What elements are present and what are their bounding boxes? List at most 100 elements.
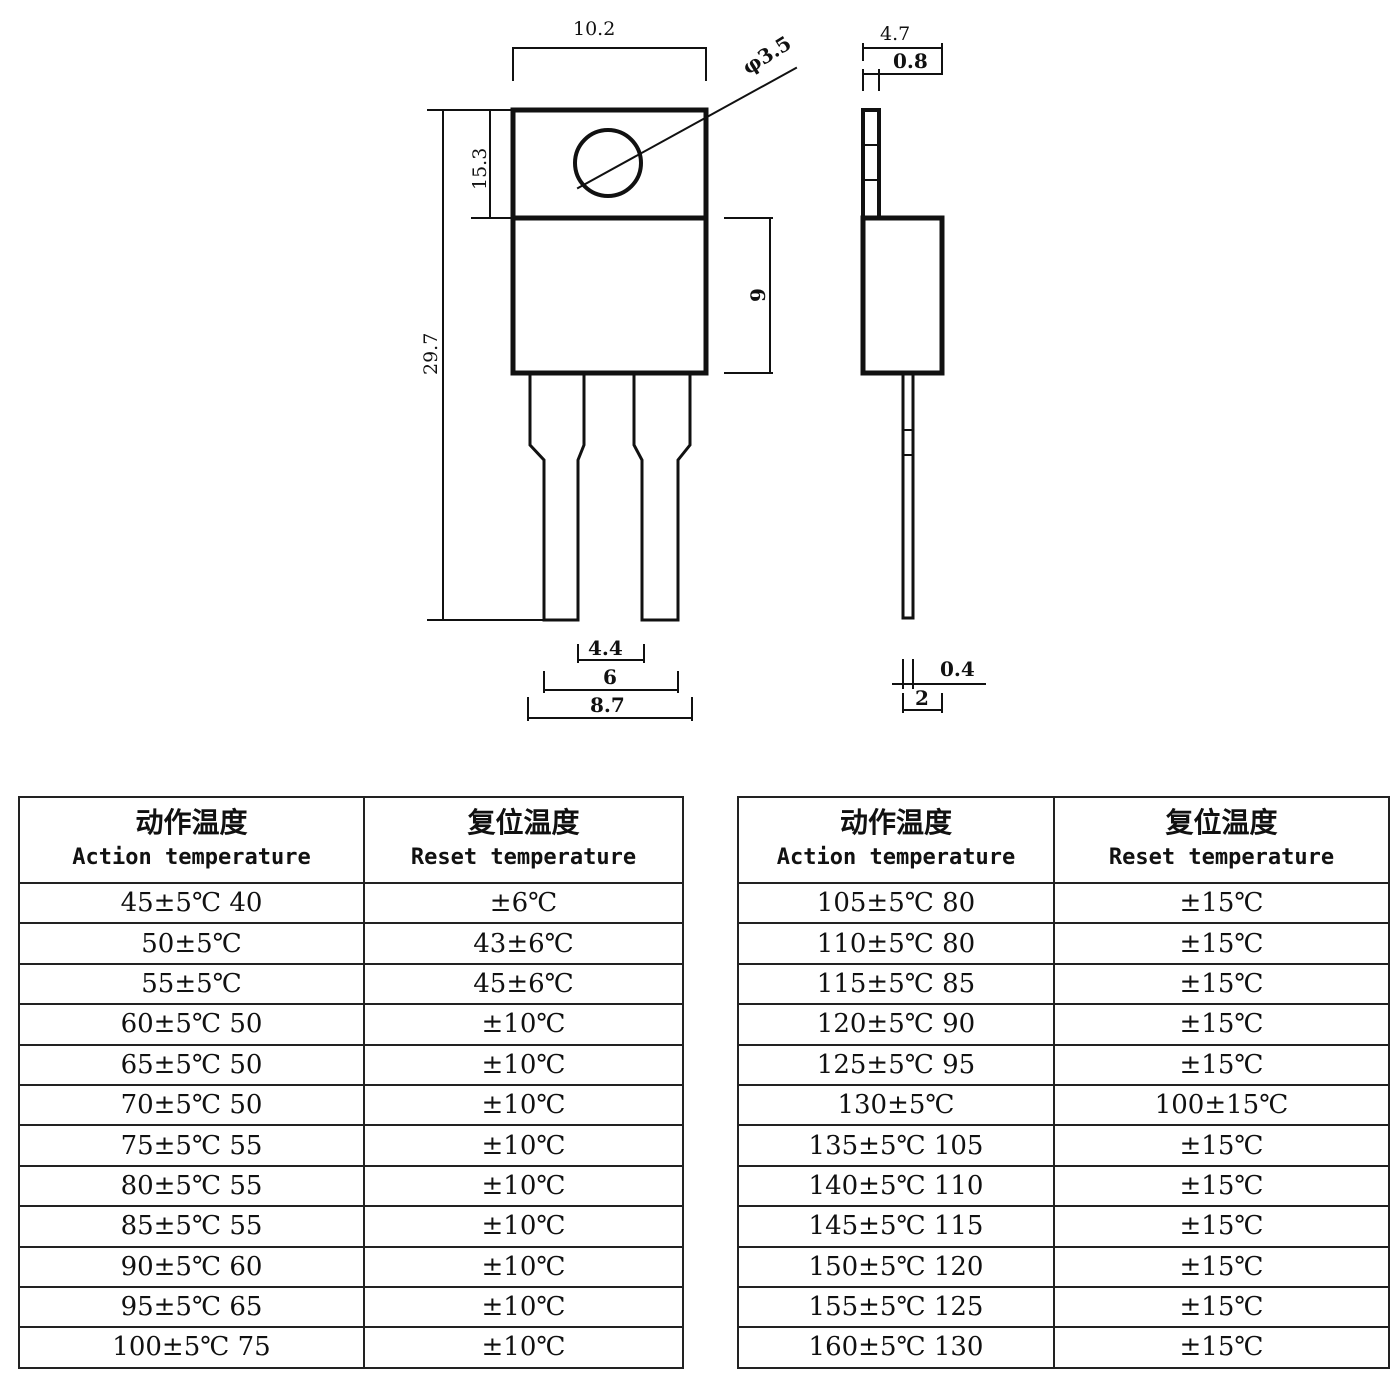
header-en: Reset temperature [410,845,637,870]
action-temperature-cell: 140±5℃ 110 [737,1164,1055,1208]
action-temperature-cell: 75±5℃ 55 [18,1124,365,1167]
table-row: 150±5℃ 120±15℃ [737,1245,1390,1288]
action-temperature-cell: 120±5℃ 90 [737,1003,1055,1046]
label-side-depth: 4.7 [880,23,910,45]
dim-lead [892,659,986,713]
front-tab [510,107,709,221]
header-cn: 复位温度 [467,806,580,839]
action-temperature-cell: 45±5℃ 40 [18,881,365,925]
label-lead-offset: 2 [915,686,929,710]
table-row: 135±5℃ 105±15℃ [737,1124,1390,1167]
action-temperature-cell: 55±5℃ [18,962,365,1006]
action-temperature-cell: 60±5℃ 50 [18,1003,365,1046]
label-lead-thickness: 0.4 [940,657,975,681]
label-tab-height: 15.3 [469,148,491,190]
table-row: 155±5℃ 125±15℃ [737,1285,1390,1329]
action-temperature-cell: 125±5℃ 95 [737,1043,1055,1086]
reset-temperature-cell: ±10℃ [363,1164,684,1208]
lead-left [528,371,586,622]
dim-tab-height [471,109,514,219]
reset-temperature-cell: ±10℃ [363,1245,684,1288]
action-temperature-cell: 50±5℃ [18,922,365,965]
reset-temperature-cell: ±15℃ [1053,1245,1390,1288]
action-temperature-cell: 135±5℃ 105 [737,1124,1055,1167]
reset-temperature-cell: ±15℃ [1053,1326,1390,1369]
table-row: 115±5℃ 85±15℃ [737,962,1390,1006]
action-temperature-cell: 105±5℃ 80 [737,881,1055,925]
label-pin-spacing-outer: 8.7 [590,693,625,717]
package-drawing: 10.2 φ3.5 15.3 29.7 9 4.7 0.8 4.4 6 8.7 … [420,18,986,721]
table-row: 85±5℃ 55±10℃ [18,1205,684,1248]
hole-leader-line [576,66,798,190]
side-lead [901,371,915,620]
table-row: 75±5℃ 55±10℃ [18,1124,684,1167]
action-temperature-cell: 95±5℃ 65 [18,1285,365,1329]
mounting-hole [573,128,643,198]
table-row: 80±5℃ 55±10℃ [18,1164,684,1208]
header-en: Reset temperature [1108,845,1335,870]
reset-temperature-cell: 100±15℃ [1053,1083,1390,1127]
table-row: 140±5℃ 110±15℃ [737,1164,1390,1208]
reset-temperature-cell: ±15℃ [1053,1164,1390,1208]
reset-temperature-cell: ±15℃ [1053,1003,1390,1046]
table-row: 45±5℃ 40±6℃ [18,881,684,925]
reset-temperature-cell: ±10℃ [363,1326,684,1369]
table-row: 90±5℃ 60±10℃ [18,1245,684,1288]
reset-temperature-cell: 45±6℃ [363,962,684,1006]
table-row: 70±5℃ 50±10℃ [18,1083,684,1127]
header-reset-temperature: 复位温度 Reset temperature [1053,796,1390,884]
reset-temperature-cell: ±15℃ [1053,1043,1390,1086]
label-top-width: 10.2 [573,18,615,40]
action-temperature-cell: 150±5℃ 120 [737,1245,1055,1288]
table-row: 60±5℃ 50±10℃ [18,1003,684,1046]
reset-temperature-cell: ±10℃ [363,1043,684,1086]
label-pin-spacing-inner: 4.4 [588,636,623,660]
header-en: Action temperature [776,845,1016,870]
reset-temperature-cell: ±10℃ [363,1124,684,1167]
action-temperature-cell: 90±5℃ 60 [18,1245,365,1288]
reset-temperature-cell: ±10℃ [363,1205,684,1248]
table-row: 145±5℃ 115±15℃ [737,1205,1390,1248]
header-cn: 复位温度 [1165,806,1278,839]
reset-temperature-cell: ±15℃ [1053,1285,1390,1329]
action-temperature-cell: 85±5℃ 55 [18,1205,365,1248]
reset-temperature-cell: ±15℃ [1053,1205,1390,1248]
action-temperature-cell: 160±5℃ 130 [737,1326,1055,1369]
front-body [510,215,709,376]
header-reset-temperature: 复位温度 Reset temperature [363,796,684,884]
side-tab [861,108,881,220]
temperature-table-right: 动作温度 Action temperature 复位温度 Reset tempe… [737,796,1390,1369]
dim-side-depth [862,43,943,91]
table-row: 120±5℃ 90±15℃ [737,1003,1390,1046]
lead-right [632,371,692,622]
action-temperature-cell: 70±5℃ 50 [18,1083,365,1127]
table-row: 160±5℃ 130±15℃ [737,1326,1390,1369]
table-row: 105±5℃ 80±15℃ [737,881,1390,925]
action-temperature-cell: 100±5℃ 75 [18,1326,365,1369]
label-body-height: 9 [746,288,770,302]
label-total-height: 29.7 [420,333,442,375]
action-temperature-cell: 130±5℃ [737,1083,1055,1127]
dim-top-width [512,47,707,81]
table-row: 95±5℃ 65±10℃ [18,1285,684,1329]
dim-body-height [724,217,773,374]
reset-temperature-cell: ±10℃ [363,1003,684,1046]
reset-temperature-cell: ±15℃ [1053,962,1390,1006]
label-pin-spacing-mid: 6 [603,665,617,689]
header-en: Action temperature [72,845,311,870]
dim-pin-spacing [527,644,693,721]
reset-temperature-cell: ±15℃ [1053,881,1390,925]
table-row: 110±5℃ 80±15℃ [737,922,1390,965]
action-temperature-cell: 155±5℃ 125 [737,1285,1055,1329]
reset-temperature-cell: ±6℃ [363,881,684,925]
table-row: 100±5℃ 75±10℃ [18,1326,684,1369]
action-temperature-cell: 145±5℃ 115 [737,1205,1055,1248]
header-action-temperature: 动作温度 Action temperature [737,796,1055,884]
reset-temperature-cell: ±15℃ [1053,1124,1390,1167]
table-row: 125±5℃ 95±15℃ [737,1043,1390,1086]
reset-temperature-cell: 43±6℃ [363,922,684,965]
